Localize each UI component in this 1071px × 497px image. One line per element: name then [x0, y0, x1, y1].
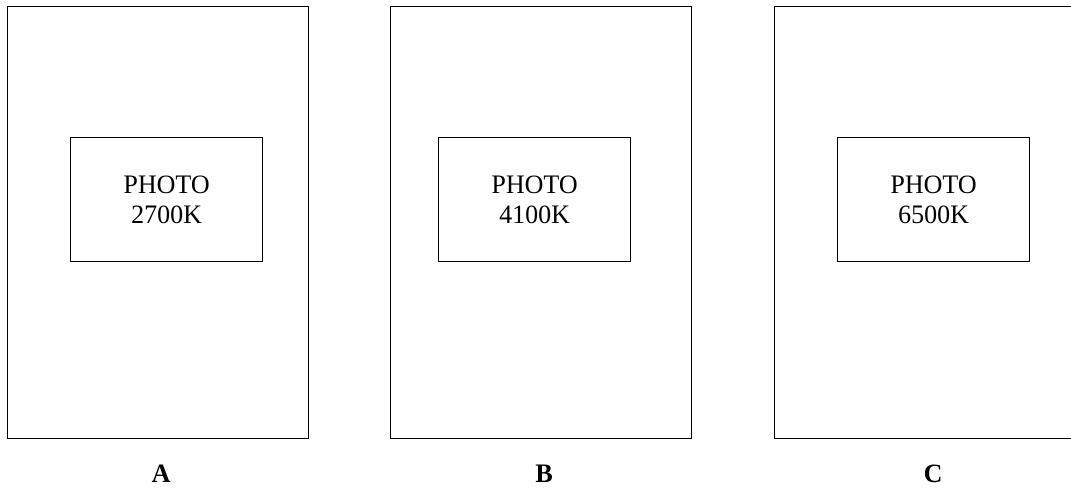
panel-caption-c: C — [923, 459, 943, 488]
panel-caption-a: A — [151, 459, 171, 488]
photo-placeholder-b: PHOTO 4100K — [438, 137, 631, 262]
panel-b: PHOTO 4100K — [390, 6, 692, 439]
photo-label: PHOTO — [123, 169, 210, 199]
panel-caption-b: B — [535, 459, 553, 488]
photo-placeholder-c: PHOTO 6500K — [837, 137, 1030, 262]
panel-c: PHOTO 6500K — [774, 6, 1071, 439]
photo-placeholder-a: PHOTO 2700K — [70, 137, 263, 262]
photo-label: PHOTO — [491, 169, 578, 199]
photo-label: PHOTO — [890, 169, 977, 199]
color-temperature-label: 2700K — [131, 199, 202, 229]
color-temperature-label: 4100K — [499, 199, 570, 229]
panel-a: PHOTO 2700K — [7, 6, 309, 439]
color-temperature-label: 6500K — [898, 199, 969, 229]
